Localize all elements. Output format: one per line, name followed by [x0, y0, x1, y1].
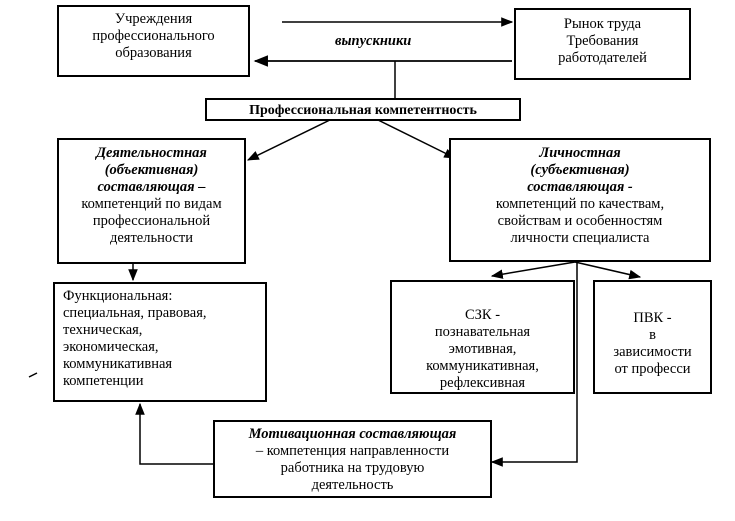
functional-line: специальная, правовая,	[63, 305, 207, 321]
education-line: Учреждения	[114, 11, 193, 27]
personal-heading: Личностная	[539, 145, 621, 161]
education-box: Учреждения профессионального образования	[57, 5, 250, 77]
arrow-to-szk	[490, 261, 576, 279]
motivation-line: работника на трудовую	[280, 460, 425, 476]
personal-line: свойствам и особенностям	[497, 213, 663, 229]
activity-heading: составляющая –	[97, 179, 206, 195]
activity-heading: Деятельностная	[96, 145, 207, 161]
pvk-line: зависимости	[613, 344, 692, 360]
activity-heading: (объективная)	[104, 162, 199, 178]
professional-competence-text: Профессиональная компетентность	[249, 103, 477, 118]
activity-line: компетенций по видам	[81, 196, 222, 212]
personal-line: личности специалиста	[510, 230, 650, 246]
szk-line: коммуникативная,	[426, 358, 539, 374]
education-line: профессионального	[92, 28, 215, 44]
stray-mark	[28, 372, 38, 378]
functional-line: экономическая,	[63, 339, 159, 355]
activity-line: профессиональной	[92, 213, 211, 229]
arrow-to-pvk	[574, 261, 642, 280]
arrow-motivation-to-functional	[135, 402, 213, 465]
labor-market-line: Требования	[566, 33, 639, 49]
szk-line: рефлексивная	[439, 375, 526, 391]
arrow-to-personal	[371, 116, 457, 159]
szk-line: СЗК -	[464, 307, 501, 323]
functional-line: Функциональная:	[63, 288, 173, 304]
motivation-component-box: Мотивационная составляющая – компетенция…	[213, 420, 492, 498]
functional-line: компетенции	[63, 373, 144, 389]
functional-line: коммуникативная	[63, 356, 173, 372]
education-line: образования	[115, 45, 192, 61]
functional-box: Функциональная: специальная, правовая, т…	[53, 282, 267, 402]
szk-line: эмотивная,	[448, 341, 517, 357]
szk-line: познавательная	[434, 324, 531, 340]
pvk-line: ПВК -	[633, 310, 672, 326]
arrow-to-motivation	[490, 262, 578, 467]
motivation-line: деятельность	[311, 477, 394, 493]
personal-heading: (субъективная)	[530, 162, 630, 178]
labor-market-line: работодателей	[558, 50, 647, 66]
personal-line: компетенций по качествам,	[495, 196, 665, 212]
motivation-line: – компетенция направленности	[255, 443, 450, 459]
activity-component-box: Деятельностная (объективная) составляюща…	[57, 138, 246, 264]
personal-heading: составляющая -	[527, 179, 633, 195]
motivation-heading: Мотивационная составляющая	[248, 426, 457, 442]
labor-market-line: Рынок труда	[563, 16, 642, 32]
personal-component-box: Личностная (субъективная) составляющая -…	[449, 138, 711, 262]
szk-box: СЗК - познавательная эмотивная, коммуник…	[390, 280, 575, 394]
functional-line: техническая,	[63, 322, 143, 338]
pvk-line: в	[649, 327, 656, 343]
pvk-line: от професси	[614, 361, 691, 377]
graduates-label: выпускники	[335, 33, 412, 49]
professional-competence-box: Профессиональная компетентность	[205, 98, 521, 121]
activity-line: деятельности	[109, 230, 193, 246]
arrow-to-activity	[246, 116, 337, 161]
labor-market-box: Рынок труда Требования работодателей	[514, 8, 691, 80]
pvk-box: ПВК - в зависимости от професси	[593, 280, 712, 394]
